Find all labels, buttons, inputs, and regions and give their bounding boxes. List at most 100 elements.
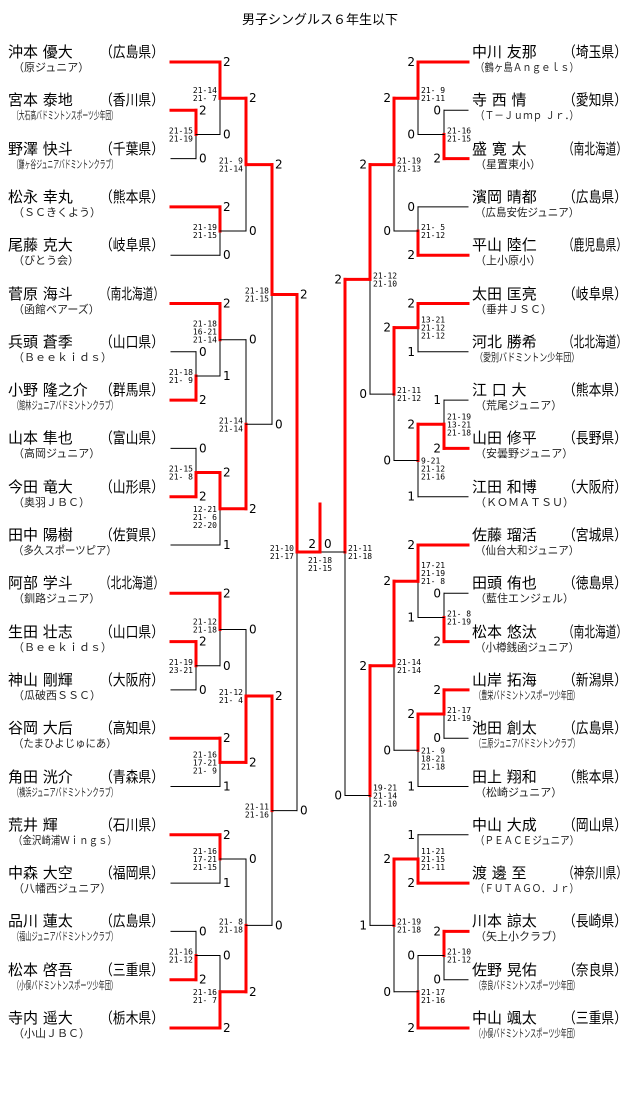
match-score: 2 — [407, 417, 415, 431]
game-score: 21-19 — [169, 658, 193, 667]
match-score: 0 — [249, 224, 257, 238]
player-prefecture: （熊本県） — [563, 767, 628, 786]
match-score: 2 — [223, 586, 231, 600]
player-club: （ＰＥＡＣＥジュニア） — [475, 833, 580, 847]
match-score: 0 — [275, 918, 283, 932]
player-club: （愛別バドミントン少年団） — [475, 350, 580, 364]
player-club: （原ジュニア） — [13, 61, 90, 74]
game-score: 21-14 — [397, 658, 421, 667]
player-prefecture: （鹿児島県） — [563, 236, 628, 255]
game-score: 21-12 — [169, 956, 193, 965]
player-name: 生田 壮志 — [8, 622, 73, 641]
player-club: （垂井ＪＳＣ） — [475, 302, 552, 316]
game-score: 21-18 — [219, 925, 243, 934]
player-club: （瓜破西ＳＳＣ） — [13, 688, 101, 702]
game-score: 21-13 — [397, 165, 421, 174]
player-club: （三原ジュニアバドミントンクラブ） — [475, 737, 580, 751]
match-score: 2 — [407, 248, 415, 262]
game-score: 21-19 — [169, 134, 193, 143]
player-name: 田上 翔和 — [472, 767, 537, 786]
game-score: 13-21 — [421, 316, 445, 325]
player-name: 兵頭 蒼季 — [8, 332, 73, 351]
game-score: 21-16 — [193, 750, 217, 759]
game-score: 21-16 — [421, 472, 445, 481]
game-score: 21-19 — [193, 223, 217, 232]
player-prefecture: （北北海道） — [100, 574, 165, 593]
match-score: 2 — [433, 635, 441, 649]
final-game-score: 21-15 — [308, 564, 332, 573]
match-score: 0 — [249, 333, 257, 347]
match-score: 2 — [223, 1021, 231, 1035]
match-score: 2 — [199, 103, 207, 117]
player-prefecture: （石川県） — [100, 815, 165, 834]
match-score: 0 — [223, 127, 231, 141]
player-name: 中川 友那 — [472, 43, 537, 61]
game-score: 9-21 — [421, 456, 440, 465]
player-prefecture: （広島県） — [563, 719, 628, 738]
game-score: 13-21 — [447, 420, 471, 429]
match-score: 2 — [383, 574, 391, 588]
player-prefecture: （南北海道） — [563, 139, 628, 158]
game-score: 21-10 — [270, 544, 294, 553]
match-score: 2 — [433, 683, 441, 697]
player-name: 太田 匡亮 — [472, 284, 537, 303]
match-score: 1 — [223, 538, 231, 552]
player-name: 山本 隼也 — [8, 429, 73, 448]
game-score: 21-12 — [373, 271, 397, 280]
match-score: 1 — [407, 780, 415, 794]
game-score: 23-21 — [169, 666, 193, 675]
match-score: 0 — [383, 985, 391, 999]
player-club: （松崎ジュニア） — [475, 785, 563, 799]
match-score: 0 — [433, 973, 441, 987]
match-score: 2 — [223, 55, 231, 69]
player-club: （福山ジュニアバドミントンクラブ） — [13, 930, 118, 944]
match-score: 2 — [249, 755, 257, 769]
player-club: （ＫＯＭＡＴＳＵ） — [475, 495, 574, 509]
match-score: 2 — [407, 538, 415, 552]
game-score: 21- 6 — [193, 513, 217, 522]
game-score: 21-18 — [245, 286, 269, 295]
player-name: 松永 幸丸 — [8, 187, 73, 206]
match-score: 0 — [407, 127, 415, 141]
match-score: 2 — [359, 659, 367, 673]
game-score: 21-17 — [447, 706, 471, 715]
match-score: 2 — [223, 297, 231, 311]
player-name: 荒井 輝 — [8, 815, 58, 834]
player-club: （矢上小クラブ） — [475, 930, 563, 944]
match-score: 2 — [223, 200, 231, 214]
player-name: 小野 隆之介 — [8, 381, 88, 400]
match-score: 0 — [249, 623, 257, 637]
player-prefecture: （三重県） — [100, 960, 165, 979]
match-score: 2 — [334, 272, 342, 286]
final-score: 0 — [324, 537, 332, 551]
player-name: 河北 勝希 — [472, 332, 537, 351]
match-score: 2 — [383, 852, 391, 866]
match-score: 0 — [407, 200, 415, 214]
game-score: 21-17 — [270, 552, 294, 561]
game-score: 21-12 — [397, 394, 421, 403]
match-score: 2 — [249, 91, 257, 105]
match-score: 1 — [223, 780, 231, 794]
player-name: 川本 諒太 — [472, 912, 537, 931]
game-score: 21-12 — [193, 618, 217, 627]
game-score: 21- 8 — [447, 609, 471, 618]
player-prefecture: （三重県） — [563, 1009, 628, 1027]
game-score: 21-14 — [219, 165, 243, 174]
game-score: 21-15 — [169, 465, 193, 474]
player-club: （Ｔ－Ｊｕｍｐ Ｊｒ．） — [475, 109, 579, 123]
player-club: （ＳＣきくよう） — [13, 205, 101, 219]
match-score: 0 — [199, 924, 207, 938]
match-score: 0 — [223, 659, 231, 673]
match-score: 2 — [199, 973, 207, 987]
player-name: 角田 洸介 — [8, 767, 73, 786]
player-name: 田頭 侑也 — [472, 574, 537, 593]
game-score: 21-15 — [447, 134, 471, 143]
player-prefecture: （岡山県） — [563, 815, 628, 834]
game-score: 21-14 — [193, 86, 217, 95]
game-score: 21-10 — [373, 279, 397, 288]
game-score: 21-16 — [421, 996, 445, 1005]
player-club: （小山ＪＢＣ） — [13, 1027, 90, 1040]
game-score: 21-16 — [245, 811, 269, 820]
game-score: 21-15 — [193, 863, 217, 872]
game-score: 21-11 — [397, 386, 421, 395]
